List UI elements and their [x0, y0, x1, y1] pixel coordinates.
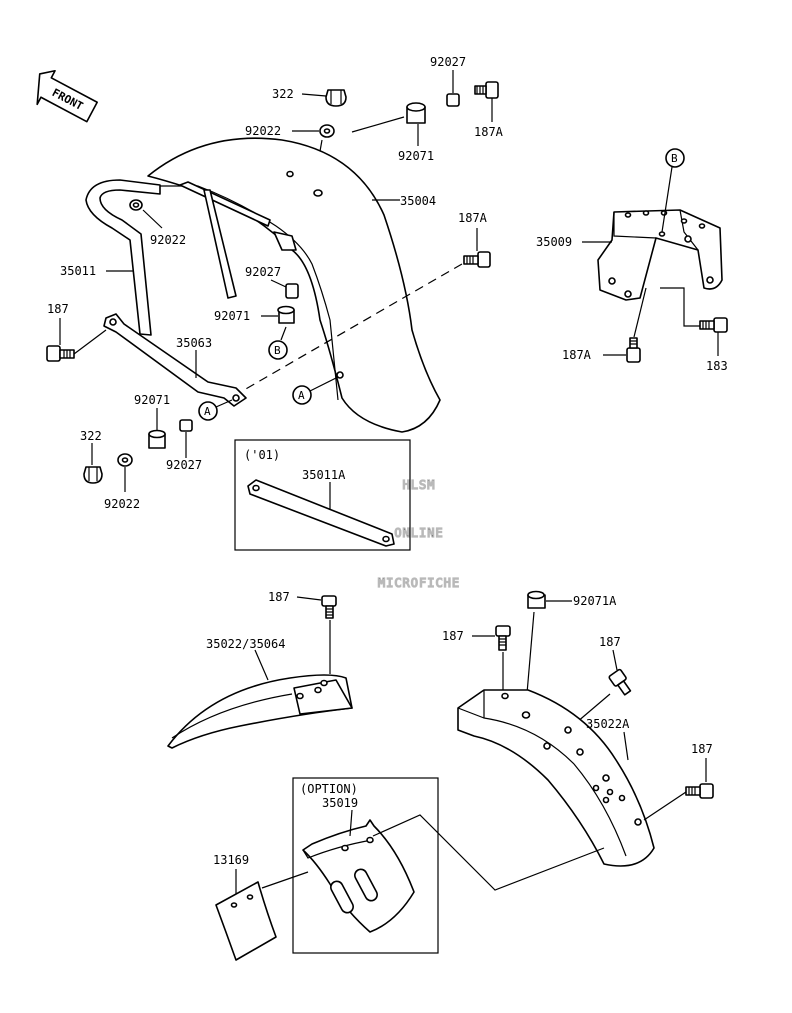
leader-92022-stay [142, 209, 163, 229]
bolt-187-rear-c [685, 783, 714, 799]
grommet-92071-low [148, 429, 166, 449]
collar-92027-mid [285, 283, 299, 299]
part-number-35019: 35019 [322, 796, 358, 810]
grommet-92071-top [406, 102, 426, 124]
part-number-187A-top: 187A [474, 125, 504, 139]
variant-box-label: ('01) [244, 448, 280, 462]
part-number-92027-mid: 92027 [245, 265, 281, 279]
part-number-322-low: 322 [80, 429, 102, 443]
front-fender-35022-35064 [167, 674, 353, 749]
bolt-187-front [321, 595, 337, 619]
part-number-187-rear-b: 187 [599, 635, 621, 649]
leader-322-top [301, 93, 327, 97]
leader-187-front [296, 596, 322, 601]
bracket-35063 [103, 313, 247, 407]
rear-fender-35022A [457, 689, 655, 867]
part-number-322-top: 322 [272, 87, 294, 101]
part-number-35009: 35009 [536, 235, 572, 249]
part-number-92071-low: 92071 [134, 393, 170, 407]
part-number-187-left: 187 [47, 302, 69, 316]
bracket-35009 [597, 209, 723, 301]
part-number-187A-mid: 187A [458, 211, 488, 225]
bolt-187-rear-a [495, 625, 511, 651]
callout-a-left: A [198, 401, 218, 421]
leader-187-rear-b [612, 649, 618, 671]
option-box-label: (OPTION) [300, 782, 358, 796]
bolt-187A-right [626, 337, 641, 363]
collar-92027-low [179, 419, 193, 432]
stay-35011A [247, 479, 395, 547]
rear-fender-35004 [147, 137, 441, 433]
part-number-187A-right: 187A [562, 348, 592, 362]
bolt-187A-mid [463, 251, 491, 268]
leader-92027-mid [270, 279, 287, 288]
part-number-183: 183 [706, 359, 728, 373]
leader-35019 [349, 809, 353, 837]
part-number-187-front: 187 [268, 590, 290, 604]
part-number-92071A: 92071A [573, 594, 617, 608]
grommet-92071-mid [277, 305, 295, 324]
leader-35022A [623, 731, 629, 761]
part-number-35063: 35063 [176, 336, 212, 350]
mud-flap-35019 [302, 819, 415, 933]
part-number-92022-top: 92022 [245, 124, 281, 138]
callout-a-fender: A [292, 385, 312, 405]
part-number-92027-top: 92027 [430, 55, 466, 69]
option-box [292, 777, 439, 954]
svg-text:B: B [671, 152, 678, 165]
front-arrow-icon: FRONT [36, 69, 98, 123]
svg-text:A: A [204, 405, 211, 418]
part-number-92022-stay: 92022 [150, 233, 186, 247]
callout-b-right: B [665, 148, 685, 168]
svg-text:A: A [298, 389, 305, 402]
callout-b-left: B [268, 340, 288, 360]
bolt-183 [699, 317, 728, 333]
part-number-35022-35064: 35022/35064 [206, 637, 285, 651]
watermark-line-2: ONLINE [394, 526, 443, 540]
part-number-187-rear-c: 187 [691, 742, 713, 756]
bolt-187-rear-b [608, 668, 632, 696]
acorn-nut-322-low [83, 466, 103, 484]
part-number-35011: 35011 [60, 264, 96, 278]
fender-stay-35011 [85, 179, 237, 336]
part-number-92071-top: 92071 [398, 149, 434, 163]
option-connector [372, 814, 605, 891]
part-number-92071-mid: 92071 [214, 309, 250, 323]
svg-text:B: B [274, 344, 281, 357]
part-number-187-rear-a: 187 [442, 629, 464, 643]
grommet-92071A [527, 590, 546, 609]
part-number-35011A: 35011A [302, 468, 346, 482]
part-number-92022-low: 92022 [104, 497, 140, 511]
watermark-line-3: MICROFICHE [378, 576, 460, 590]
watermark-line-1: HLSM [403, 478, 436, 492]
bolt-187A-top [474, 81, 499, 99]
part-number-92027-low: 92027 [166, 458, 202, 472]
bolt-187-left [46, 345, 75, 362]
alignment-dash [243, 263, 463, 391]
part-number-35022A: 35022A [586, 717, 630, 731]
part-number-13169: 13169 [213, 853, 249, 867]
leader-35022-35064 [254, 649, 269, 681]
collar-92027-top [446, 93, 460, 107]
variant-box-01 [234, 439, 411, 551]
acorn-nut-322-top [325, 89, 347, 107]
plate-13169 [215, 881, 277, 961]
part-number-35004: 35004 [400, 194, 436, 208]
